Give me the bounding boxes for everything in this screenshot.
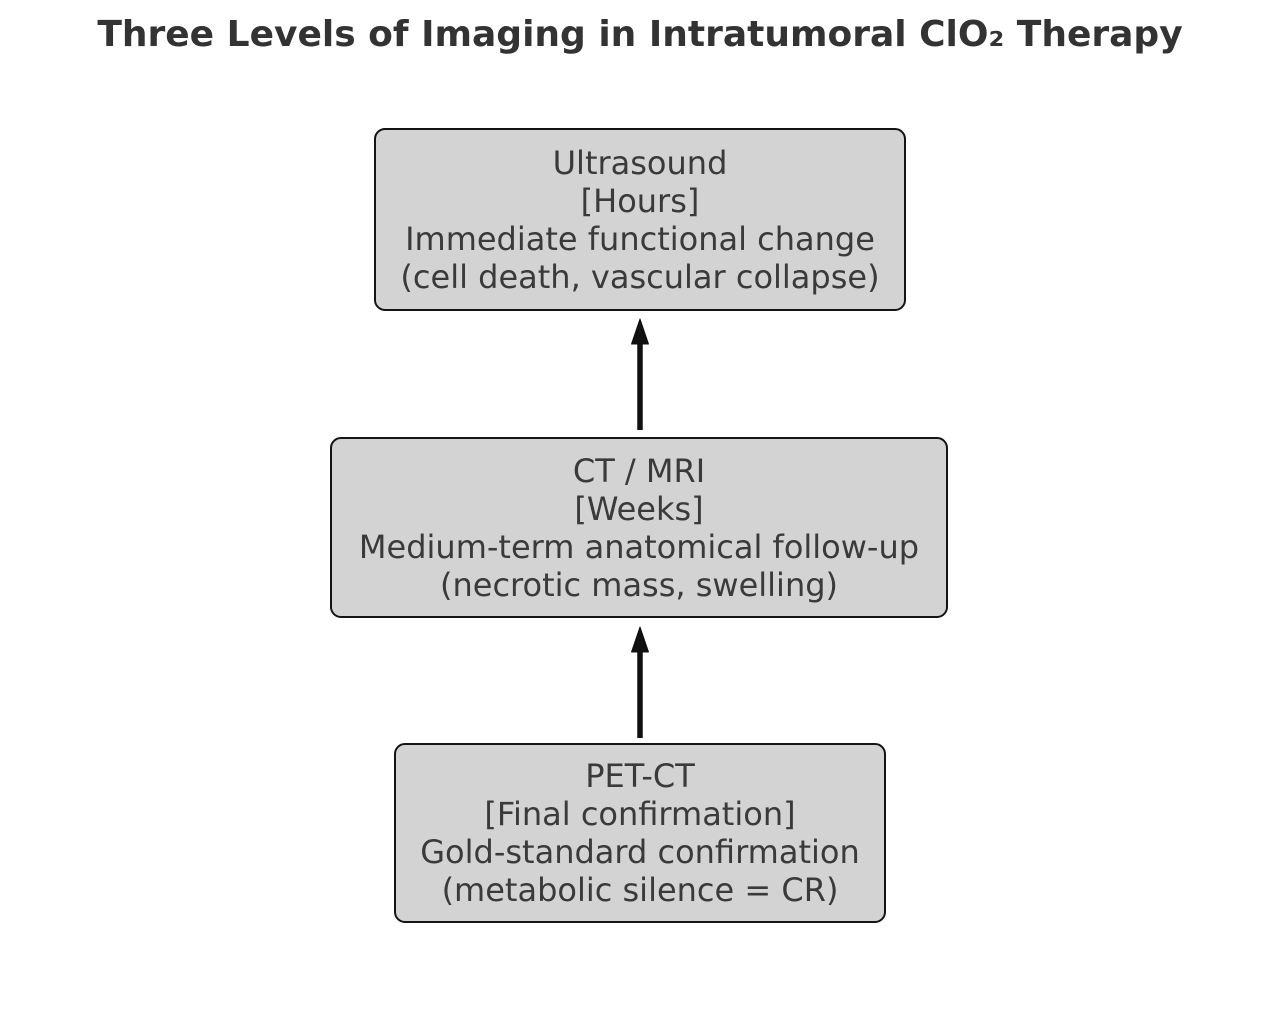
box-ultrasound-detail: (cell death, vascular collapse): [400, 257, 880, 296]
arrow-up-icon: [620, 314, 660, 434]
box-ct-mri-detail: (necrotic mass, swelling): [439, 565, 839, 604]
box-ultrasound-description: Immediate functional change: [405, 219, 875, 258]
arrow-up-icon: [620, 622, 660, 742]
box-pet-ct: PET-CT [Final confirmation] Gold-standar…: [394, 743, 886, 923]
box-pet-ct-detail: (metabolic silence = CR): [441, 871, 839, 909]
box-ct-mri: CT / MRI [Weeks] Medium-term anatomical …: [330, 437, 948, 618]
box-pet-ct-modality: PET-CT: [585, 757, 695, 795]
box-ultrasound: Ultrasound [Hours] Immediate functional …: [374, 128, 906, 311]
box-ultrasound-modality: Ultrasound: [552, 143, 728, 182]
box-ultrasound-timeframe: [Hours]: [580, 181, 700, 220]
box-pet-ct-description: Gold-standard confirmation: [420, 833, 860, 871]
box-ct-mri-description: Medium-term anatomical follow-up: [358, 527, 920, 566]
box-ct-mri-timeframe: [Weeks]: [574, 489, 704, 528]
page-title: Three Levels of Imaging in Intratumoral …: [97, 14, 1183, 55]
box-ct-mri-modality: CT / MRI: [572, 451, 706, 490]
box-pet-ct-timeframe: [Final confirmation]: [484, 795, 796, 833]
